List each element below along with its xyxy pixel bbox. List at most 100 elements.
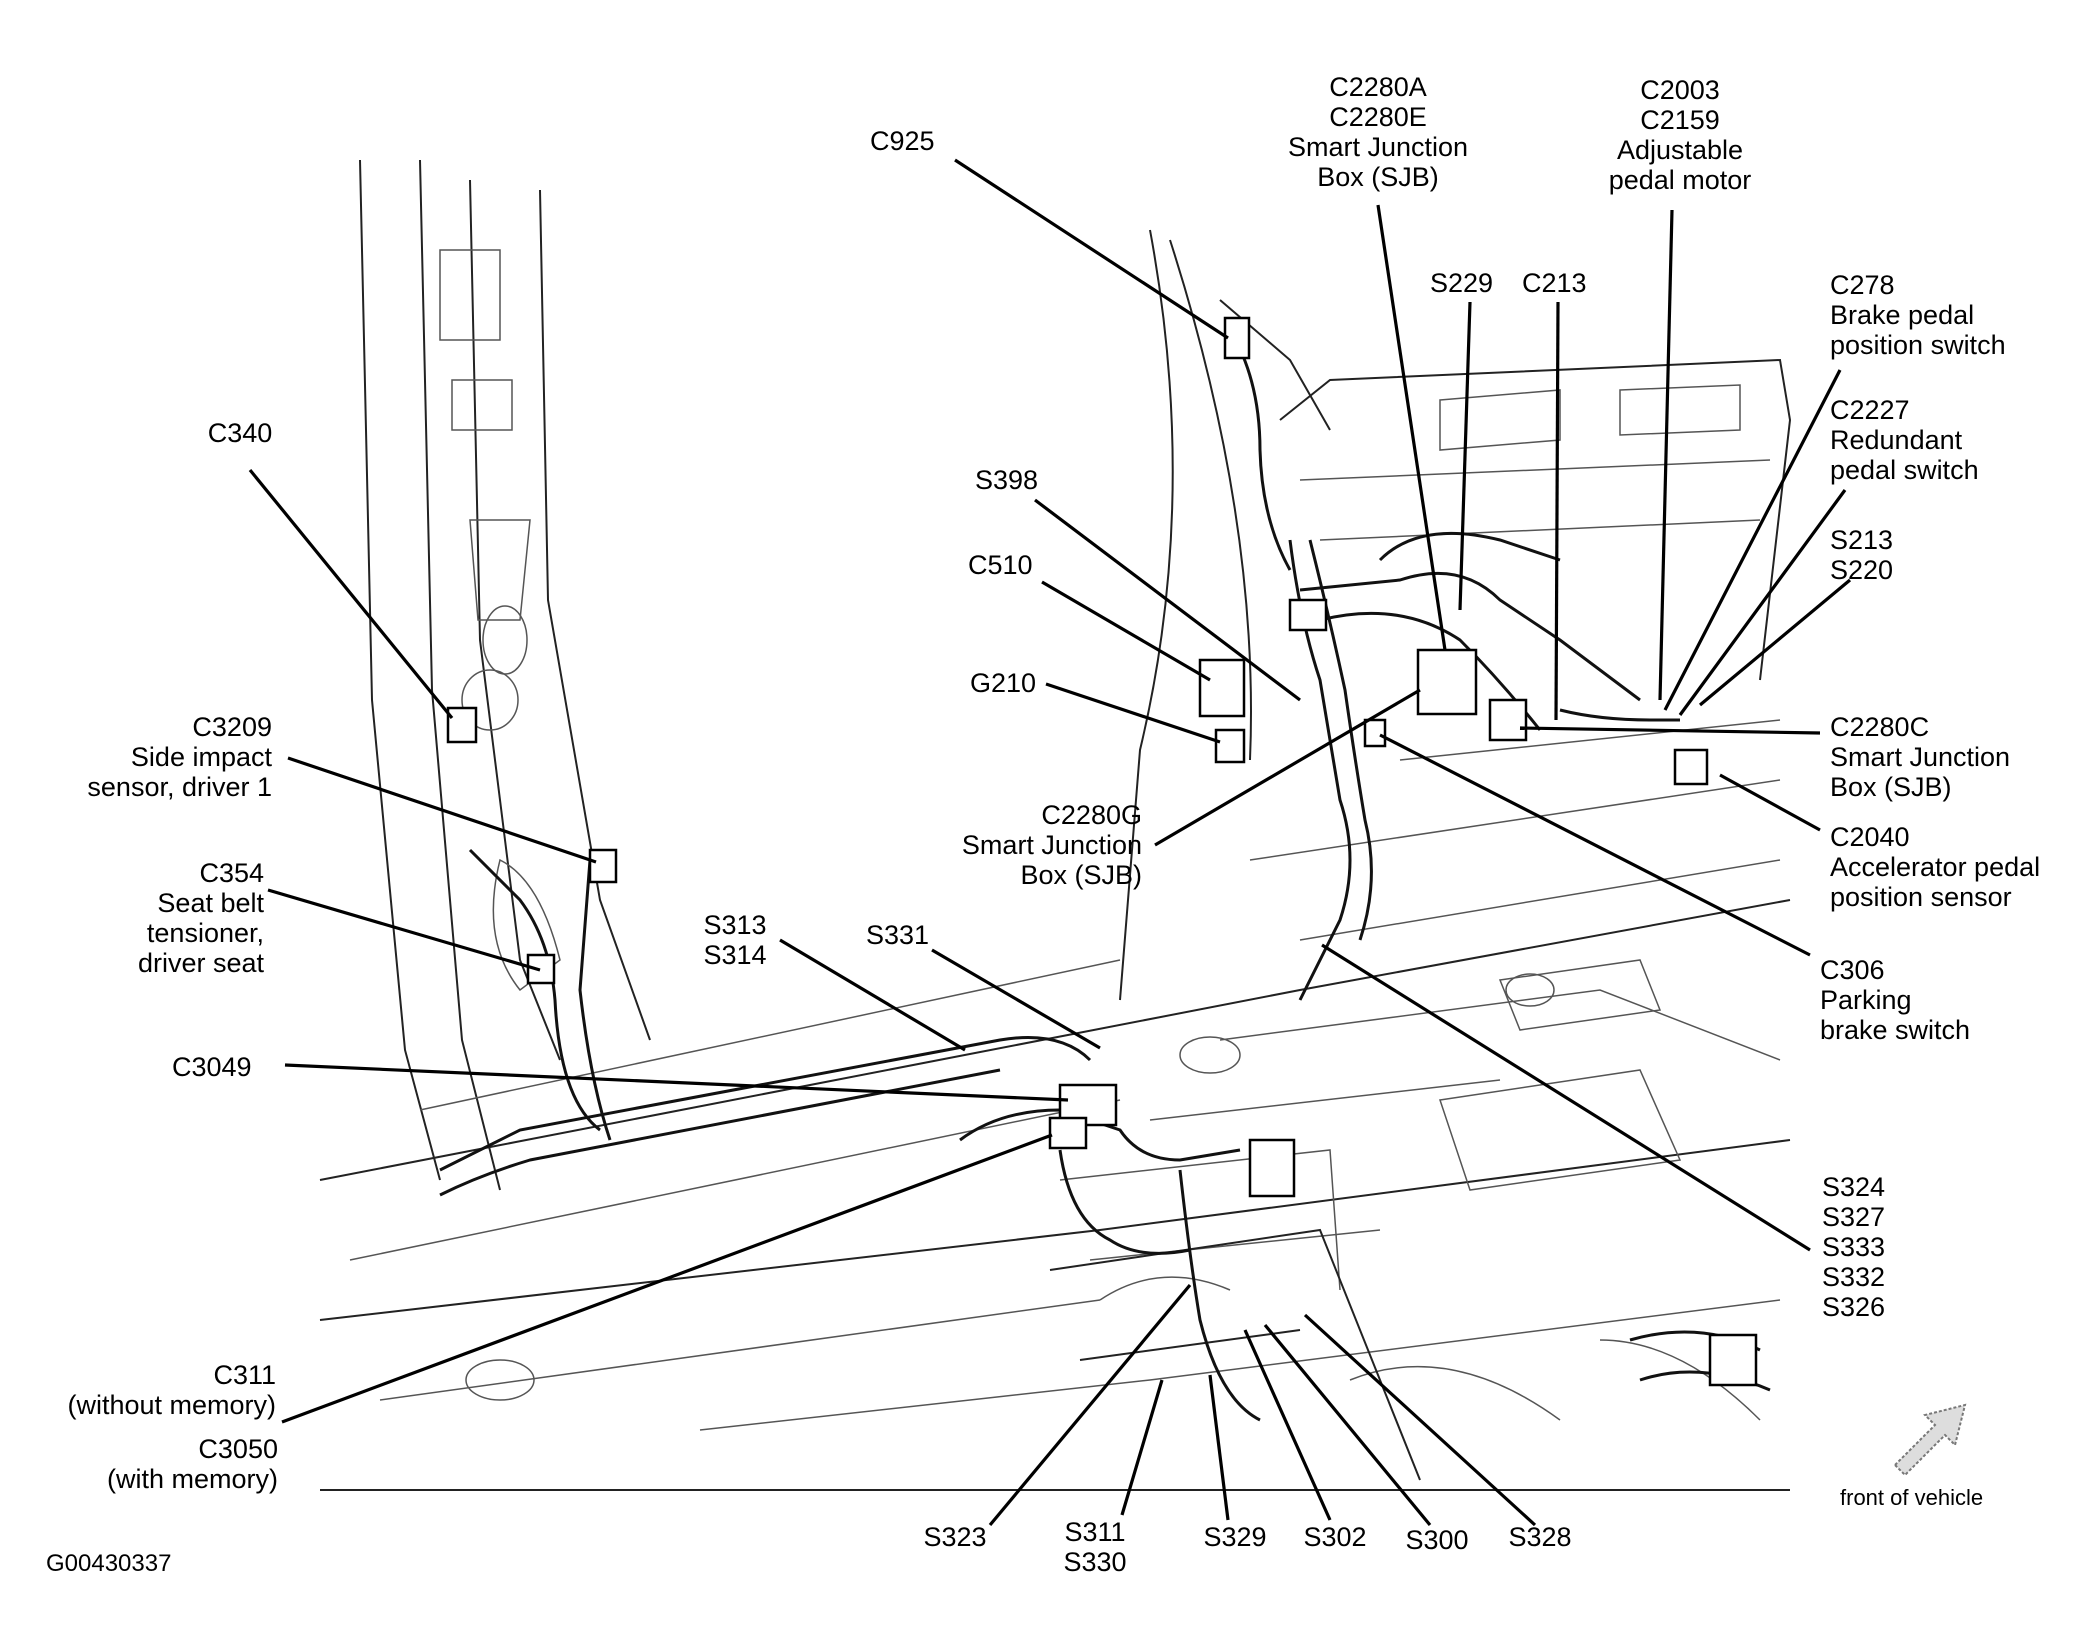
label-c3049: C3049 <box>172 1052 252 1082</box>
label-line: C510 <box>968 550 1033 580</box>
label-c340: C340 <box>190 418 290 448</box>
label-line: S311 <box>1064 1517 1126 1547</box>
label-s398: S398 <box>975 465 1038 495</box>
label-line: C2159 <box>1640 105 1720 135</box>
label-line: C2040 <box>1830 822 1910 852</box>
label-line: S324 <box>1822 1172 1886 1202</box>
label-c2040-accelerator-sensor: C2040 Accelerator pedal position sensor <box>1830 822 2040 912</box>
label-line: Redundant <box>1830 425 1963 455</box>
label-line: C278 <box>1830 270 1895 300</box>
connector-g210 <box>1214 728 1246 764</box>
front-of-vehicle-label: front of vehicle <box>1840 1485 1984 1510</box>
label-c2280a-c2280e-sjb: C2280A C2280E Smart Junction Box (SJB) <box>1268 72 1488 192</box>
label-line: pedal motor <box>1608 165 1752 195</box>
label-line: S327 <box>1822 1202 1886 1232</box>
label-line: Box (SJB) <box>1317 162 1439 192</box>
label-c213: C213 <box>1522 268 1587 298</box>
label-line: S220 <box>1830 555 1894 585</box>
label-c3050-with-memory: C3050 (with memory) <box>60 1434 278 1494</box>
label-line: S329 <box>1203 1522 1267 1552</box>
connector-c2280g <box>1416 648 1478 716</box>
label-line: S314 <box>703 940 767 970</box>
label-line: S313 <box>703 910 767 940</box>
label-g210: G210 <box>970 668 1036 698</box>
label-line: Side impact <box>130 742 272 772</box>
connector-c3050 <box>1048 1116 1088 1150</box>
label-line: Box (SJB) <box>1020 860 1142 890</box>
label-line: Smart Junction <box>961 830 1142 860</box>
label-line: S331 <box>866 920 930 950</box>
label-line: C2280G <box>1041 800 1142 830</box>
label-line: C925 <box>870 126 935 156</box>
connector-c925 <box>1223 316 1251 360</box>
label-line: C340 <box>207 418 273 448</box>
connector-harness-center <box>1248 1138 1296 1198</box>
label-splice-group-s324: S324 S327 S333 S332 S326 <box>1822 1172 1885 1322</box>
label-line: Parking <box>1820 985 1912 1015</box>
connector-c2280c <box>1488 698 1528 742</box>
label-c306-parking-brake-switch: C306 Parking brake switch <box>1820 955 1970 1045</box>
label-c278-brake-pedal-switch: C278 Brake pedal position switch <box>1830 270 2006 360</box>
label-line: C2280C <box>1830 712 1930 742</box>
label-line: position sensor <box>1830 882 2012 912</box>
label-s313-s314: S313 S314 <box>690 910 780 970</box>
label-line: (without memory) <box>67 1390 276 1420</box>
label-s229: S229 <box>1430 268 1493 298</box>
label-line: S302 <box>1303 1522 1367 1552</box>
label-line: S229 <box>1430 268 1494 298</box>
label-line: C2280A <box>1329 72 1427 102</box>
label-line: S213 <box>1830 525 1894 555</box>
label-c3209-side-impact-sensor: C3209 Side impact sensor, driver 1 <box>60 712 272 802</box>
label-line: Smart Junction <box>1830 742 2011 772</box>
label-line: C2280E <box>1329 102 1427 132</box>
label-s323: S323 <box>905 1522 1005 1552</box>
label-line: S332 <box>1822 1262 1886 1292</box>
connector-c2280a <box>1288 598 1328 632</box>
label-line: (with memory) <box>106 1464 278 1494</box>
leader-lines <box>248 158 1852 1527</box>
connectors <box>446 316 1758 1387</box>
label-line: S300 <box>1405 1525 1469 1555</box>
label-line: Box (SJB) <box>1830 772 1952 802</box>
connector-c306 <box>1363 718 1387 748</box>
label-s302: S302 <box>1290 1522 1380 1552</box>
label-line: Accelerator pedal <box>1830 852 2041 882</box>
label-c354-seat-belt-tensioner: C354 Seat belt tensioner, driver seat <box>100 858 264 978</box>
label-line: pedal switch <box>1830 455 1979 485</box>
label-s329: S329 <box>1190 1522 1280 1552</box>
label-s300: S300 <box>1392 1525 1482 1555</box>
label-line: S323 <box>923 1522 987 1552</box>
label-c2280c-sjb: C2280C Smart Junction Box (SJB) <box>1830 712 2010 802</box>
label-line: C213 <box>1522 268 1587 298</box>
connector-c340 <box>446 706 478 744</box>
label-line: S328 <box>1508 1522 1572 1552</box>
label-s331: S331 <box>866 920 929 950</box>
label-line: C354 <box>199 858 264 888</box>
wiring-harness <box>439 329 1771 1422</box>
label-line: S326 <box>1822 1292 1886 1322</box>
label-line: Smart Junction <box>1287 132 1469 162</box>
label-line: C2227 <box>1830 395 1910 425</box>
label-line: Adjustable <box>1616 135 1744 165</box>
label-c311-without-memory: C311 (without memory) <box>30 1360 276 1420</box>
label-line: brake switch <box>1820 1015 1971 1045</box>
vehicle-body-outline <box>319 159 1792 1491</box>
label-c925: C925 <box>870 126 935 156</box>
label-s213-s220: S213 S220 <box>1830 525 1893 585</box>
front-of-vehicle-arrow-icon <box>1893 1403 1967 1477</box>
label-line: S330 <box>1063 1547 1127 1577</box>
connector-rear-right <box>1708 1333 1758 1387</box>
label-line: G210 <box>970 668 1037 698</box>
label-line: position switch <box>1830 330 2006 360</box>
label-line: S333 <box>1822 1232 1886 1262</box>
label-s328: S328 <box>1495 1522 1585 1552</box>
label-line: C3050 <box>198 1434 278 1464</box>
label-line: C311 <box>213 1360 276 1390</box>
label-c2280g-sjb: C2280G Smart Junction Box (SJB) <box>930 800 1142 890</box>
connector-c3209 <box>588 848 618 884</box>
label-line: S398 <box>975 465 1039 495</box>
label-c510: C510 <box>968 550 1033 580</box>
connector-c2040 <box>1673 748 1709 786</box>
figure-id: G00430337 <box>46 1550 172 1577</box>
